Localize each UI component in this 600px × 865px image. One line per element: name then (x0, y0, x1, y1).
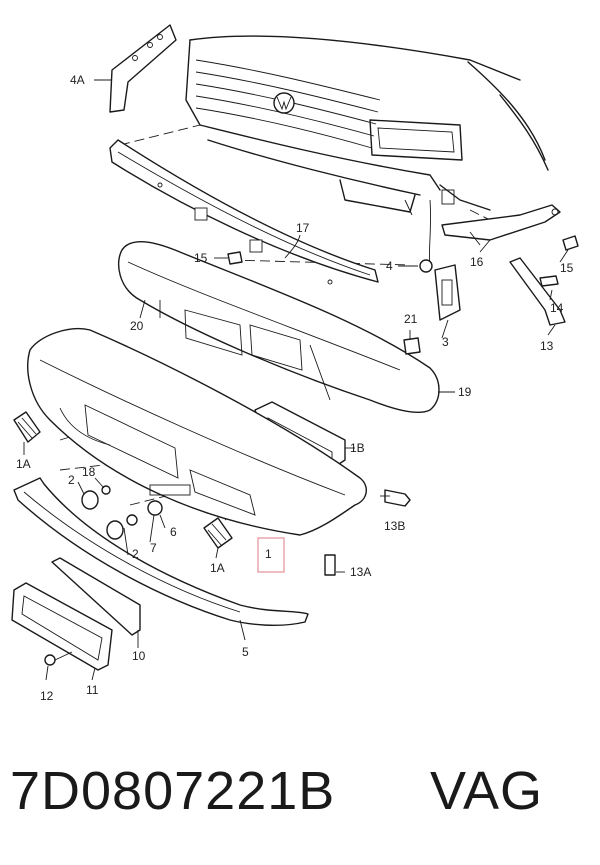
label-14: 14 (550, 301, 564, 315)
label-15-left: 15 (194, 251, 208, 265)
label-15-right: 15 (560, 261, 574, 275)
label-17: 17 (296, 221, 310, 235)
part-1-bumper-cover[interactable] (27, 328, 367, 536)
label-13A: 13A (350, 565, 371, 579)
label-11: 11 (86, 683, 99, 697)
part-5-trim-strip[interactable] (13, 477, 309, 626)
label-4: 4 (386, 259, 393, 273)
part-14-bolt[interactable] (539, 275, 559, 287)
part-17-reinforcement-bar[interactable] (109, 139, 379, 285)
label-2-upper: 2 (68, 473, 75, 487)
label-4A: 4A (70, 73, 85, 87)
part-4-washer[interactable] (419, 259, 433, 273)
part-10-plate-trim[interactable] (51, 557, 141, 636)
label-7: 7 (150, 541, 157, 555)
part-15-bolt-right[interactable] (562, 235, 579, 251)
label-19: 19 (458, 385, 472, 399)
label-18: 18 (82, 465, 96, 479)
label-1B: 1B (350, 441, 365, 455)
label-16: 16 (470, 255, 484, 269)
vehicle-front (185, 35, 549, 266)
part-number: 7D0807221B (10, 761, 336, 821)
part-3-guide[interactable] (434, 264, 461, 321)
part-13A-bolt[interactable] (324, 554, 336, 576)
leader-lines (23, 79, 569, 681)
label-2-lower: 2 (132, 547, 139, 561)
part-1A-grille-right[interactable] (203, 517, 233, 549)
part-11-plate-holder[interactable] (11, 582, 113, 671)
part-16-side-bracket[interactable] (441, 204, 561, 246)
label-12: 12 (40, 689, 54, 703)
part-20-19-absorber[interactable] (117, 241, 440, 413)
part-1A-grille-left[interactable] (13, 411, 41, 443)
part-12-screw[interactable] (44, 651, 73, 666)
part-13B-bolt[interactable] (384, 489, 411, 507)
part-15-bolt-left[interactable] (227, 251, 243, 265)
label-20: 20 (130, 319, 144, 333)
part-4A-bracket[interactable] (109, 24, 177, 113)
part-21-clip[interactable] (403, 337, 421, 355)
part-labels: 4A 17 15 4 16 15 14 20 21 3 13 19 1B 1A … (16, 73, 574, 703)
part-13-support[interactable] (509, 257, 566, 326)
label-1A-right: 1A (210, 561, 225, 575)
label-13B: 13B (384, 519, 405, 533)
label-13: 13 (540, 339, 554, 353)
part-1-highlight-box[interactable] (257, 537, 285, 573)
part-2-cap-upper[interactable] (81, 490, 99, 510)
part-2-cap-lower[interactable] (106, 520, 124, 540)
part-6-grommet[interactable] (147, 500, 163, 516)
brand-name: VAG (430, 761, 544, 821)
label-1: 1 (265, 547, 272, 561)
label-21: 21 (404, 312, 418, 326)
label-10: 10 (132, 649, 146, 663)
part-7-screw[interactable] (126, 514, 138, 526)
label-3: 3 (442, 335, 449, 349)
label-1A-left: 1A (16, 457, 31, 471)
label-5: 5 (242, 645, 249, 659)
label-6: 6 (170, 525, 177, 539)
